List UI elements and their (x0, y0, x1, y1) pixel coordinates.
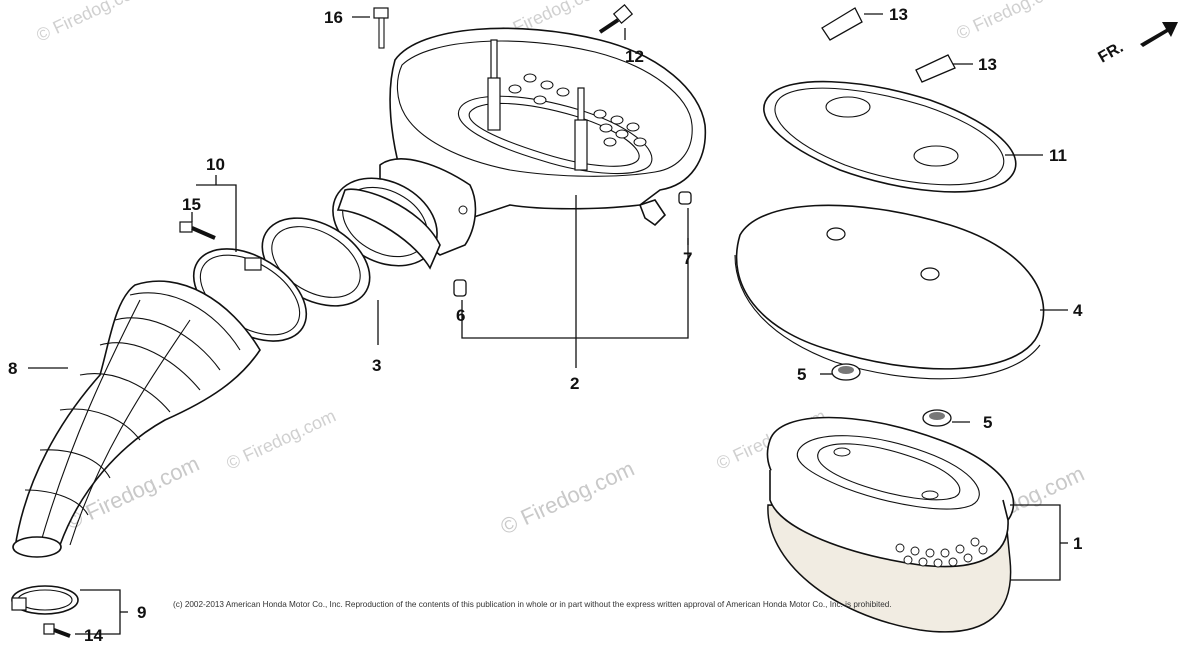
cover-plate (763, 80, 1017, 193)
callout-11: 11 (1049, 146, 1067, 165)
callout-8: 8 (8, 359, 17, 378)
bolt-15 (179, 221, 216, 240)
callouts: 16 12 13 13 11 10 15 7 4 6 3 8 5 2 5 1 9… (8, 5, 1083, 645)
callout-4: 4 (1073, 301, 1083, 320)
callout-6: 6 (456, 306, 465, 325)
callout-16: 16 (324, 8, 343, 27)
watermark: © Firedog.com (953, 0, 1069, 44)
callout-9: 9 (137, 603, 146, 622)
callout-1: 1 (1073, 534, 1082, 553)
copyright-notice: (c) 2002-2013 American Honda Motor Co., … (173, 600, 892, 609)
collar-6 (453, 279, 467, 297)
air-cleaner-cover (734, 204, 1045, 380)
front-label: FR. (1096, 39, 1127, 67)
front-arrow-icon (1140, 22, 1178, 47)
callout-12: 12 (625, 47, 644, 66)
watermark: © Firedog.com (33, 0, 149, 46)
callout-5a: 5 (797, 365, 806, 384)
bolt-12 (598, 4, 634, 34)
callout-13b: 13 (978, 55, 997, 74)
callout-14: 14 (84, 626, 103, 645)
bolt-16 (373, 7, 389, 49)
watermark: © Firedog.com (497, 456, 639, 540)
leader-lines (28, 13, 1068, 635)
outlet-joint (332, 177, 441, 270)
collar-7 (678, 191, 692, 205)
tube-clamp (11, 585, 79, 615)
clip-13a (821, 7, 863, 41)
callout-3: 3 (372, 356, 381, 375)
callout-5b: 5 (983, 413, 992, 432)
bolt-14 (43, 623, 71, 638)
grommet-5a (831, 363, 861, 381)
clip-13b (915, 54, 956, 83)
watermark: © Firedog.com (223, 405, 339, 473)
callout-2: 2 (570, 374, 579, 393)
callout-13a: 13 (889, 5, 908, 24)
callout-7: 7 (683, 249, 692, 268)
intake-tube (12, 280, 261, 558)
front-direction-indicator: FR. (1096, 22, 1178, 67)
callout-15: 15 (182, 195, 201, 214)
air-filter-element (766, 416, 1015, 633)
grommet-5b (922, 409, 952, 427)
callout-10: 10 (206, 155, 225, 174)
